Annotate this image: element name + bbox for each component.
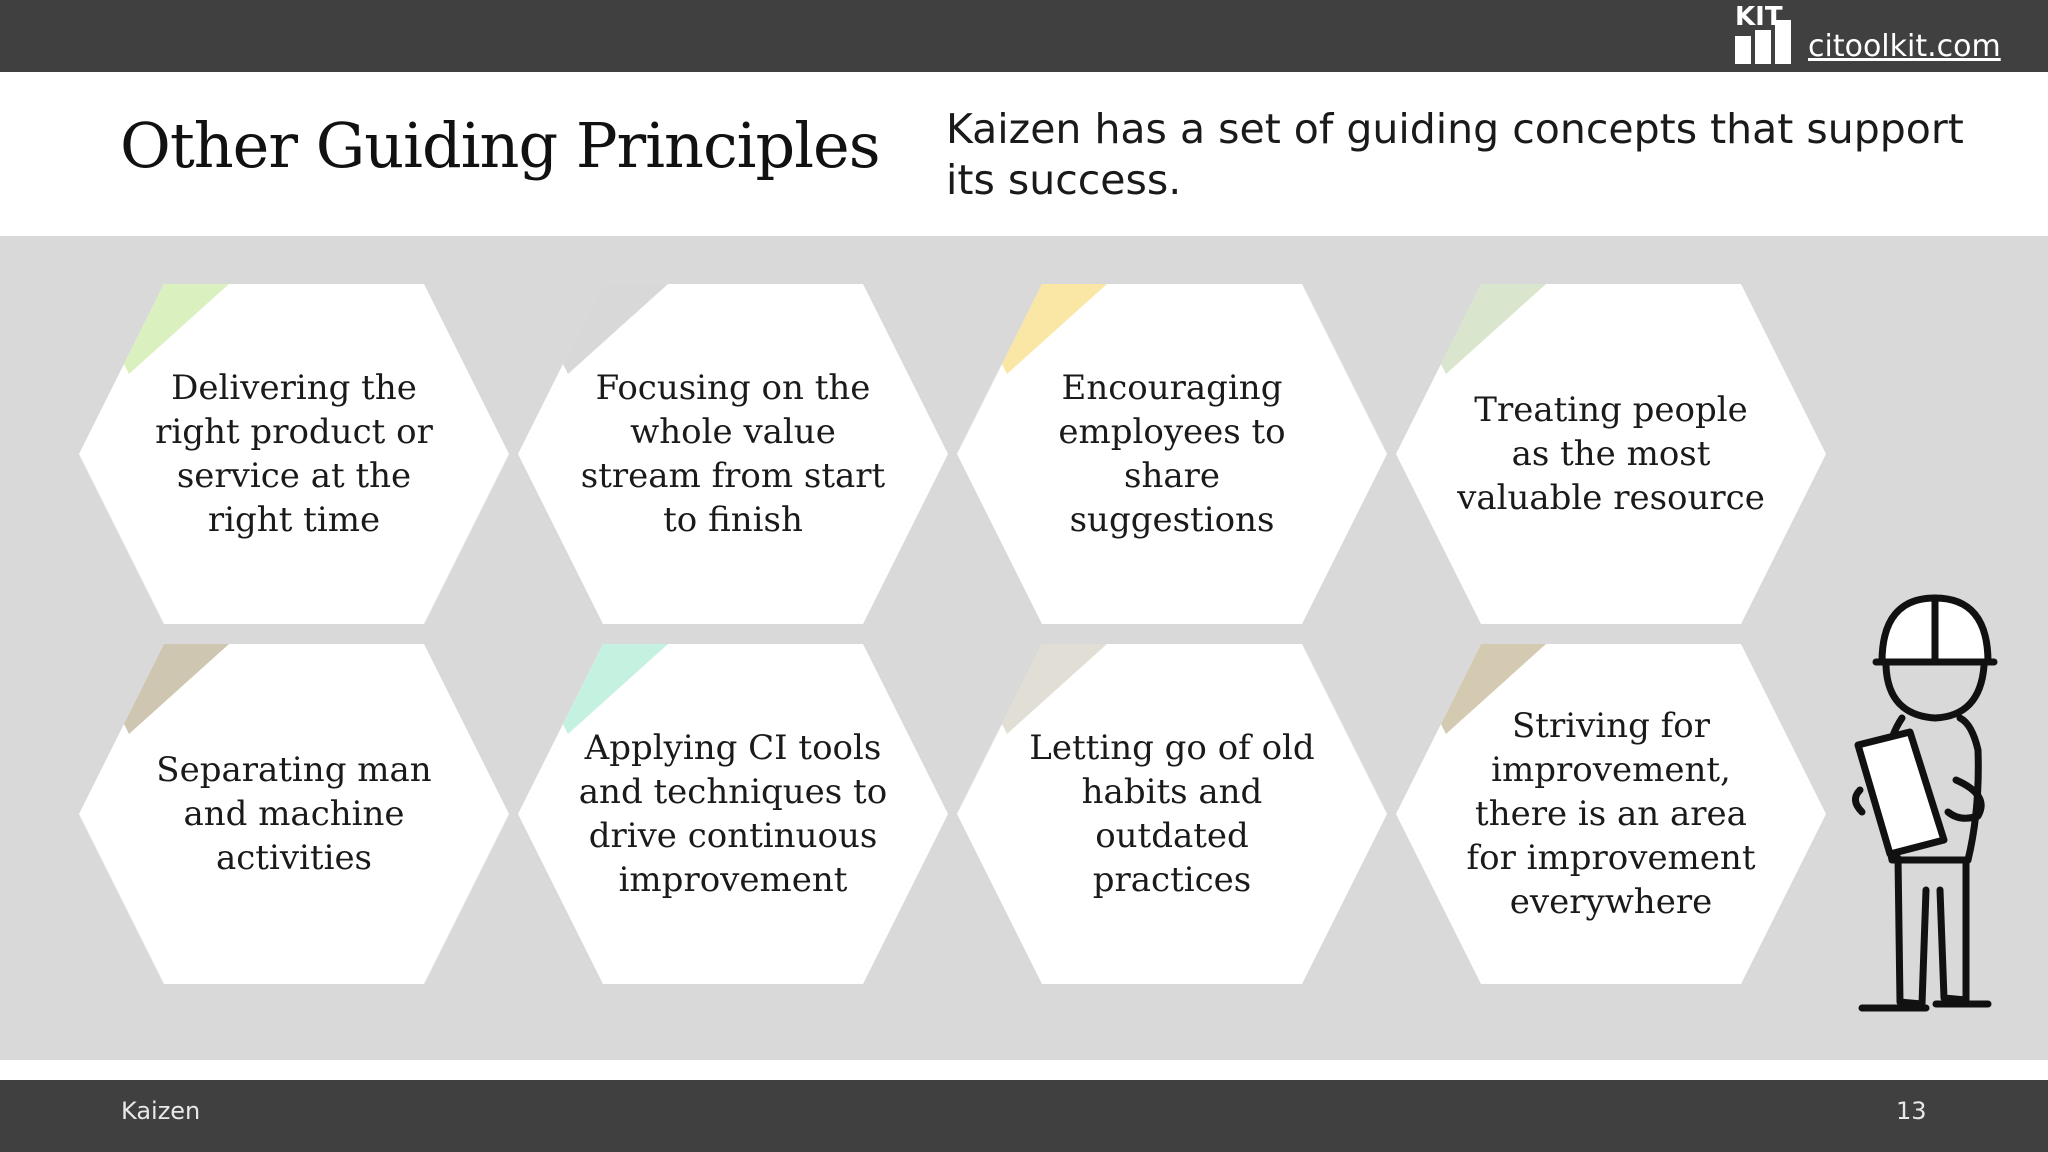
principle-hexagon: Applying CI tools and techniques to driv…: [518, 644, 948, 984]
kit-logo-text: KIT: [1735, 2, 1783, 32]
principle-text: Applying CI tools and techniques to driv…: [578, 728, 888, 900]
site-link[interactable]: citoolkit.com: [1808, 29, 2001, 64]
principle-text: Striving for improvement, there is an ar…: [1466, 706, 1756, 922]
footer-title: Kaizen: [121, 1097, 201, 1125]
worker-illustration: [1852, 594, 1998, 1012]
hexagon-accent: [563, 284, 668, 374]
principle-text: Focusing on the whole value stream from …: [580, 368, 886, 540]
principle-hexagon: Encouraging employees to share suggestio…: [957, 284, 1387, 624]
principle-text: Separating man and machine activities: [156, 750, 432, 878]
hexagon-accent: [1441, 644, 1546, 734]
top-bar: [0, 0, 2048, 72]
principle-hexagon: Letting go of old habits and outdated pr…: [957, 644, 1387, 984]
principle-text: Treating people as the most valuable res…: [1457, 390, 1765, 518]
hexagon-accent: [124, 284, 229, 374]
slide-subtitle: Kaizen has a set of guiding concepts tha…: [946, 105, 1964, 204]
principle-text: Delivering the right product or service …: [155, 368, 433, 540]
hexagon-accent: [1441, 284, 1546, 374]
hexagon-accent: [1002, 284, 1107, 374]
principle-hexagon: Delivering the right product or service …: [79, 284, 509, 624]
page-number: 13: [1896, 1097, 1927, 1125]
principle-hexagon: Treating people as the most valuable res…: [1396, 284, 1826, 624]
hexagon-accent: [124, 644, 229, 734]
footer-bar: [0, 1080, 2048, 1152]
principle-hexagon: Striving for improvement, there is an ar…: [1396, 644, 1826, 984]
hexagon-accent: [1002, 644, 1107, 734]
principle-hexagon: Separating man and machine activities: [79, 644, 509, 984]
slide-title: Other Guiding Principles: [120, 109, 881, 182]
hexagon-accent: [563, 644, 668, 734]
principle-text: Encouraging employees to share suggestio…: [1058, 368, 1286, 540]
principle-text: Letting go of old habits and outdated pr…: [1029, 728, 1315, 900]
principle-hexagon: Focusing on the whole value stream from …: [518, 284, 948, 624]
